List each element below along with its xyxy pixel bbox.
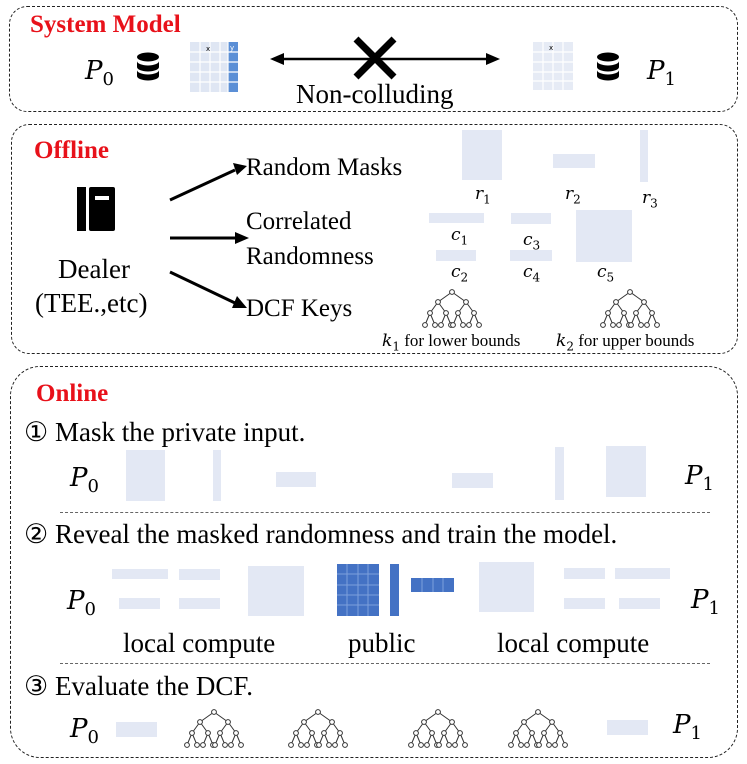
online-title: Online xyxy=(36,380,109,407)
online-panel xyxy=(10,366,738,758)
step1-party-p1: P1 xyxy=(685,461,714,496)
non-colluding-label: Non-colluding xyxy=(296,79,454,109)
dcf-key-tree-icon xyxy=(184,709,244,748)
book-icon xyxy=(77,187,115,231)
database-icon xyxy=(597,52,619,81)
system-model-title: System Model xyxy=(30,11,181,38)
corr-c5-block xyxy=(576,210,632,262)
dcf-key-tree-icon xyxy=(408,709,468,748)
svg-text:x: x xyxy=(549,44,553,52)
step-2-label: ② Reveal the masked randomness and train… xyxy=(24,519,618,549)
dcf-key-tree-k2-icon xyxy=(600,289,660,328)
mask-r2-label: r2 xyxy=(565,184,581,207)
step2-share-block xyxy=(479,562,534,612)
mask-r1-block xyxy=(462,130,502,180)
mask-r2-block xyxy=(553,154,595,168)
step3-party-p0: P0 xyxy=(70,714,99,749)
local-compute-left-label: local compute xyxy=(123,628,276,658)
local-compute-right-label: local compute xyxy=(497,628,650,658)
step1-input-block xyxy=(126,450,165,501)
step2-share-block xyxy=(248,566,304,616)
dealer-arrows xyxy=(169,163,249,308)
random-masks-label: Random Masks xyxy=(246,154,403,181)
step1-input-block xyxy=(452,473,493,488)
key-k1-label: k1 for lower bounds xyxy=(382,331,521,354)
dcf-key-tree-icon xyxy=(288,709,348,748)
step3-result-block xyxy=(607,720,648,735)
dcf-key-tree-icon xyxy=(508,709,568,748)
dcf-keys-label: DCF Keys xyxy=(246,295,353,322)
step-1-number: ① xyxy=(24,417,49,447)
dealer-label: Dealer xyxy=(58,254,130,284)
mask-r1-label: r1 xyxy=(475,184,491,207)
step2-share-block xyxy=(112,569,168,579)
corr-c1-label: c1 xyxy=(451,225,469,248)
svg-text:x: x xyxy=(206,45,210,53)
step2-share-block xyxy=(119,598,160,609)
step-divider xyxy=(60,663,710,664)
corr-c3-block xyxy=(511,213,551,224)
public-label: public xyxy=(348,628,416,658)
dealer-note: (TEE.,etc) xyxy=(35,288,148,318)
data-table-icon: x xyxy=(533,42,573,90)
step-1-label: ① Mask the private input. xyxy=(24,417,306,447)
step-3-number: ③ xyxy=(24,671,49,701)
correlated-label: Correlated xyxy=(246,208,352,235)
step3-result-block xyxy=(116,722,157,737)
public-data-vector xyxy=(390,564,399,616)
key-k2-label: k2 for upper bounds xyxy=(556,331,695,354)
svg-text:y: y xyxy=(230,44,234,52)
dcf-key-tree-k1-icon xyxy=(422,289,482,328)
public-data-matrix xyxy=(337,564,379,616)
mask-r3-label: r3 xyxy=(642,188,658,211)
mask-r3-block xyxy=(640,130,648,182)
non-colluding-arrow xyxy=(270,53,500,65)
step1-input-block xyxy=(276,472,316,487)
step-3-label: ③ Evaluate the DCF. xyxy=(24,671,254,701)
corr-c5-label: c5 xyxy=(597,262,615,285)
data-table-icon: x y xyxy=(190,42,238,92)
offline-title: Offline xyxy=(34,137,109,164)
step2-party-p1: P1 xyxy=(691,585,720,620)
randomness-label: Randomness xyxy=(246,243,374,270)
step2-share-block xyxy=(179,569,220,580)
offline-panel xyxy=(11,124,738,354)
step2-share-block xyxy=(564,568,605,579)
step1-party-p0: P0 xyxy=(70,463,99,498)
step2-share-block xyxy=(615,568,670,579)
corr-c2-label: c2 xyxy=(451,262,469,285)
step2-share-block xyxy=(619,598,660,609)
step1-input-block xyxy=(555,447,564,500)
system-model-panel xyxy=(9,6,738,112)
step2-share-block xyxy=(179,598,220,609)
step3-party-p1: P1 xyxy=(673,710,702,745)
step2-share-block xyxy=(564,598,605,609)
corr-c4-block xyxy=(510,250,552,261)
corr-c3-label: c3 xyxy=(523,230,541,253)
step2-party-p0: P0 xyxy=(67,586,96,621)
corr-c2-block xyxy=(436,250,476,261)
database-icon xyxy=(137,52,159,81)
step1-input-block xyxy=(606,446,646,497)
step1-input-block xyxy=(213,450,221,501)
step-2-number: ② xyxy=(24,519,49,549)
party-p1-label: P1 xyxy=(647,56,676,91)
cross-icon xyxy=(353,36,397,80)
party-p0-label: P0 xyxy=(85,56,114,91)
step-divider xyxy=(60,512,710,513)
public-data-row xyxy=(411,578,454,592)
corr-c1-block xyxy=(429,213,484,223)
corr-c4-label: c4 xyxy=(523,262,541,285)
